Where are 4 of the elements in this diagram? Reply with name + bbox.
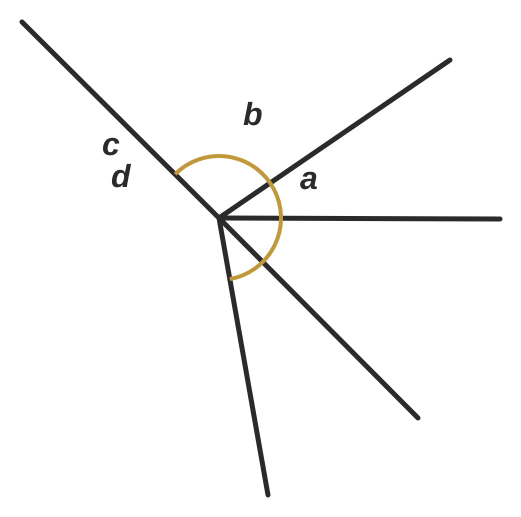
angle-label: b bbox=[243, 98, 263, 130]
angle-label: c bbox=[102, 128, 120, 160]
angle-label: a bbox=[300, 162, 318, 194]
angle-label: d bbox=[111, 160, 131, 192]
